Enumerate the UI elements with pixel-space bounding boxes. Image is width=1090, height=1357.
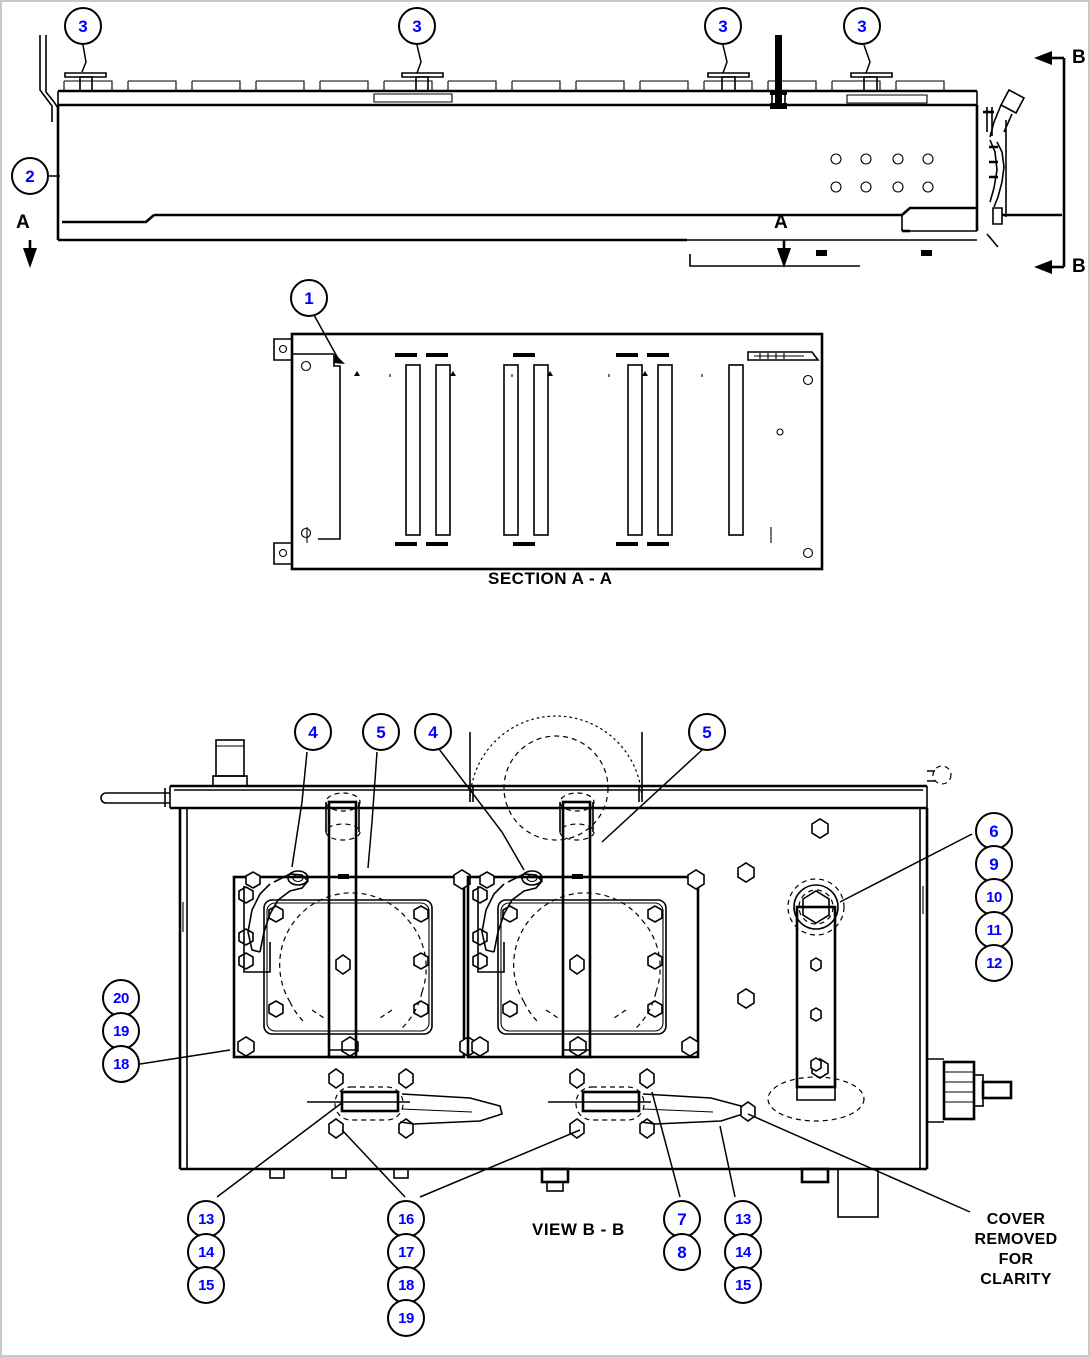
item3-fastener-a	[64, 72, 107, 92]
cover-note-line-4: CLARITY	[980, 1271, 1052, 1288]
centre-mast	[770, 35, 787, 109]
callout-bubble-5[interactable]: 5	[362, 713, 400, 751]
callout-bubble-10[interactable]: 10	[975, 878, 1013, 916]
top-right-eye	[927, 765, 952, 785]
section-a-left	[23, 240, 37, 268]
section-letter-b-bottom: B	[1072, 256, 1086, 277]
section-b-markers	[1034, 51, 1066, 274]
callout-bubble-3[interactable]: 3	[704, 7, 742, 45]
bottom-ticks	[689, 250, 932, 267]
view-b-b	[100, 715, 1013, 1218]
callout-bubble-12[interactable]: 12	[975, 944, 1013, 982]
top-bars	[395, 353, 669, 357]
cover-note-line-1: COVER	[986, 1211, 1046, 1228]
lower-straps	[307, 1068, 756, 1139]
nameplate-strip	[747, 351, 820, 361]
pivot-arm	[767, 878, 865, 1122]
callout-bubble-19[interactable]: 19	[387, 1299, 425, 1337]
valve-module-right	[466, 792, 705, 1059]
callout-bubble-13[interactable]: 13	[187, 1200, 225, 1238]
callout-bubble-7[interactable]: 7	[663, 1200, 701, 1238]
item3-fastener-b	[373, 72, 453, 103]
caption-section-aa: SECTION A - A	[488, 569, 613, 588]
cover-removed-note: COVER REMOVED FOR CLARITY	[962, 1210, 1070, 1290]
callout-bubble-20[interactable]: 20	[102, 979, 140, 1017]
callout-bubble-3[interactable]: 3	[398, 7, 436, 45]
bottom-feet	[269, 1167, 879, 1218]
caption-view-bb: VIEW B - B	[532, 1220, 625, 1239]
callout-bubble-5[interactable]: 5	[688, 713, 726, 751]
item3-fastener-d	[846, 72, 928, 104]
callout-bubble-1[interactable]: 1	[290, 279, 328, 317]
tick-marks	[354, 371, 703, 377]
section-letter-b-top: B	[1072, 47, 1086, 68]
callout-bubble-9[interactable]: 9	[975, 845, 1013, 883]
section-letter-a-left: A	[16, 212, 30, 233]
knurled-connector	[927, 1058, 1013, 1123]
top-nipple	[212, 739, 248, 787]
cover-note-line-2: REMOVED	[974, 1231, 1058, 1248]
section-letter-a-right: A	[774, 212, 788, 233]
cover-cleats	[63, 80, 945, 91]
cover-note-line-3: FOR	[998, 1251, 1034, 1268]
section-a-a-view	[273, 314, 824, 571]
fin-slots	[405, 364, 744, 536]
linkage-arm-left	[243, 870, 310, 973]
linkage-arm-right	[477, 870, 544, 973]
callout-bubble-8[interactable]: 8	[663, 1233, 701, 1271]
module-nuts-left	[237, 869, 477, 1057]
callout-bubble-3[interactable]: 3	[843, 7, 881, 45]
callout-bubble-18[interactable]: 18	[387, 1266, 425, 1304]
callout-bubble-15[interactable]: 15	[187, 1266, 225, 1304]
panel-holes	[737, 818, 829, 1079]
left-pipe-stub	[100, 788, 170, 807]
callout-bubble-4[interactable]: 4	[414, 713, 452, 751]
valve-module-left	[232, 792, 477, 1059]
section-a-right	[777, 240, 791, 268]
callout-bubble-3[interactable]: 3	[64, 7, 102, 45]
bottom-bars	[395, 542, 669, 546]
callout-bubble-15[interactable]: 15	[724, 1266, 762, 1304]
right-end-fittings	[983, 88, 1062, 248]
callout-bubble-18[interactable]: 18	[102, 1045, 140, 1083]
body-hole-pattern	[830, 153, 934, 193]
item3-fastener-c	[707, 72, 750, 92]
module-nuts-right	[471, 869, 705, 1057]
top-elevation-view	[23, 35, 1066, 274]
callout-bubble-4[interactable]: 4	[294, 713, 332, 751]
callout-bubble-2[interactable]: 2	[11, 157, 49, 195]
callout-bubble-14[interactable]: 14	[724, 1233, 762, 1271]
